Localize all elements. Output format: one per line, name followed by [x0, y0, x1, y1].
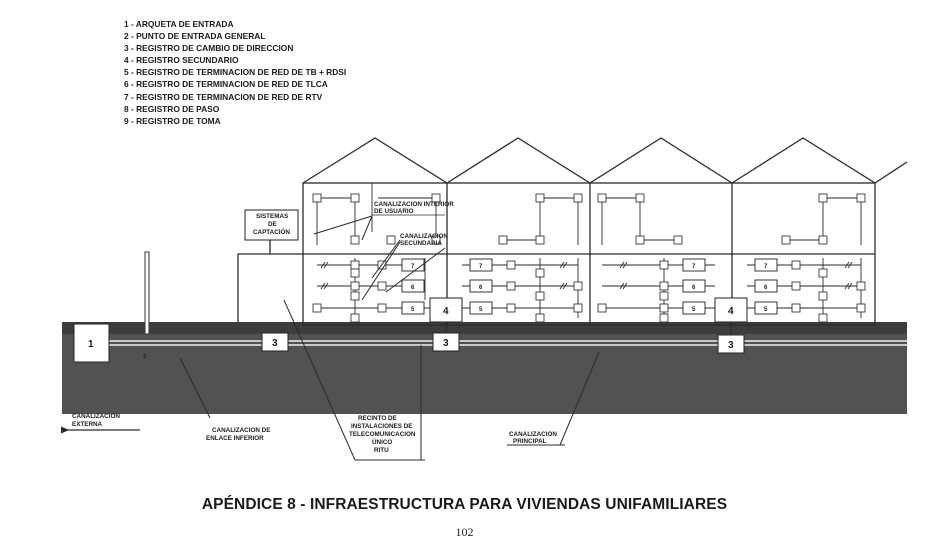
- legend-item-9: 9 - REGISTRO DE TOMA: [124, 115, 221, 126]
- ground-band: [62, 322, 907, 414]
- enlace-inferior-label-2: ENLACE INFERIOR: [206, 435, 264, 442]
- canalizacion-secundaria-label-1: CANALIZACION: [400, 233, 448, 240]
- principal-label-1: CANALIZACION: [509, 431, 557, 438]
- terminacion-boxes: [401, 258, 778, 315]
- underground-conduit: [108, 340, 907, 346]
- marker-rtv-1: 7: [411, 264, 415, 270]
- marker-cambio-2: 3: [443, 338, 449, 349]
- marker-rtv-3: 7: [692, 264, 696, 270]
- recinto-label-5: RITU: [374, 447, 389, 454]
- leader-lines: [179, 215, 600, 461]
- legend-item-2: 2 - PUNTO DE ENTRADA GENERAL: [124, 31, 266, 42]
- cambio-direccion-boxes: [261, 332, 745, 354]
- sistemas-label-3: CAPTACIÓN: [253, 227, 290, 236]
- marker-tb-1: 5: [411, 307, 415, 313]
- recinto-label-4: ÚNICO: [372, 437, 392, 446]
- recinto-label-3: TELECOMUNICACION: [349, 431, 416, 438]
- marker-tlca-3: 6: [692, 285, 696, 291]
- legend-item-1: 1 - ARQUETA DE ENTRADA: [124, 19, 234, 29]
- marker-rtv-2: 7: [479, 264, 483, 270]
- page-number: 102: [455, 525, 474, 539]
- marker-tb-4: 5: [764, 307, 768, 313]
- legend-item-6: 6 - REGISTRO DE TERMINACION DE RED DE TL…: [124, 79, 328, 90]
- registro-secundario-1: [429, 297, 463, 323]
- principal-label-2: PRINCIPAL: [513, 438, 547, 445]
- ground-top-strip: [62, 322, 907, 334]
- sistemas-label-2: DE: [268, 221, 277, 228]
- page-title: APÉNDICE 8 - INFRAESTRUCTURA PARA VIVIEN…: [201, 496, 728, 513]
- break-marks: [320, 261, 853, 290]
- marker-tlca-2: 6: [479, 285, 483, 291]
- recinto-label-1: RECINTO DE: [358, 415, 397, 422]
- marker-secundario-2: 4: [728, 306, 734, 317]
- marker-tlca-4: 6: [764, 285, 768, 291]
- legend-item-3: 3 - REGISTRO DE CAMBIO DE DIRECCION: [124, 43, 294, 54]
- sistemas-captacion-box: [244, 209, 299, 241]
- legend-item-8: 8 - REGISTRO DE PASO: [124, 103, 220, 114]
- externa-label-1: CANALIZACION: [72, 413, 120, 420]
- marker-rtv-4: 7: [764, 264, 768, 270]
- legend-item-5: 5 - REGISTRO DE TERMINACION DE RED DE TB…: [124, 67, 347, 78]
- interior-wiring: [316, 197, 862, 318]
- recinto-label-2: INSTALACIONES DE: [351, 423, 412, 430]
- entrance-post: [144, 251, 150, 335]
- marker-arqueta: 1: [88, 339, 94, 350]
- marker-tlca-1: 6: [411, 285, 415, 291]
- externa-label-2: EXTERNA: [72, 421, 103, 428]
- small-registro-boxes: [312, 193, 866, 323]
- marker-secundario-1: 4: [443, 306, 449, 317]
- enlace-inferior-label-1: CANALIZACION DE: [212, 427, 270, 434]
- canalizacion-interior-label-1: CANALIZACION INTERIOR: [374, 201, 454, 208]
- marker-cambio-1: 3: [272, 338, 278, 349]
- marker-tb-2: 5: [479, 307, 483, 313]
- sistemas-label-1: SISTEMAS: [256, 213, 288, 220]
- houses: [302, 137, 908, 326]
- legend-list: 1 - ARQUETA DE ENTRADA 2 - PUNTO DE ENTR…: [124, 18, 346, 127]
- canalizacion-secundaria-label-2: SECUNDARIA: [400, 240, 442, 247]
- legend-item-7: 7 - REGISTRO DE TERMINACION DE RED DE RT…: [124, 91, 323, 102]
- canalizacion-interior-label-2: DE USUARIO: [374, 208, 414, 215]
- marker-punto-entrada: 2: [143, 354, 147, 360]
- legend-item-4: 4 - REGISTRO SECUNDARIO: [124, 55, 239, 66]
- captacion-conduit: [237, 240, 303, 322]
- arqueta-entrada-box: [73, 323, 110, 363]
- marker-cambio-3: 3: [728, 340, 734, 351]
- marker-tb-3: 5: [692, 307, 696, 313]
